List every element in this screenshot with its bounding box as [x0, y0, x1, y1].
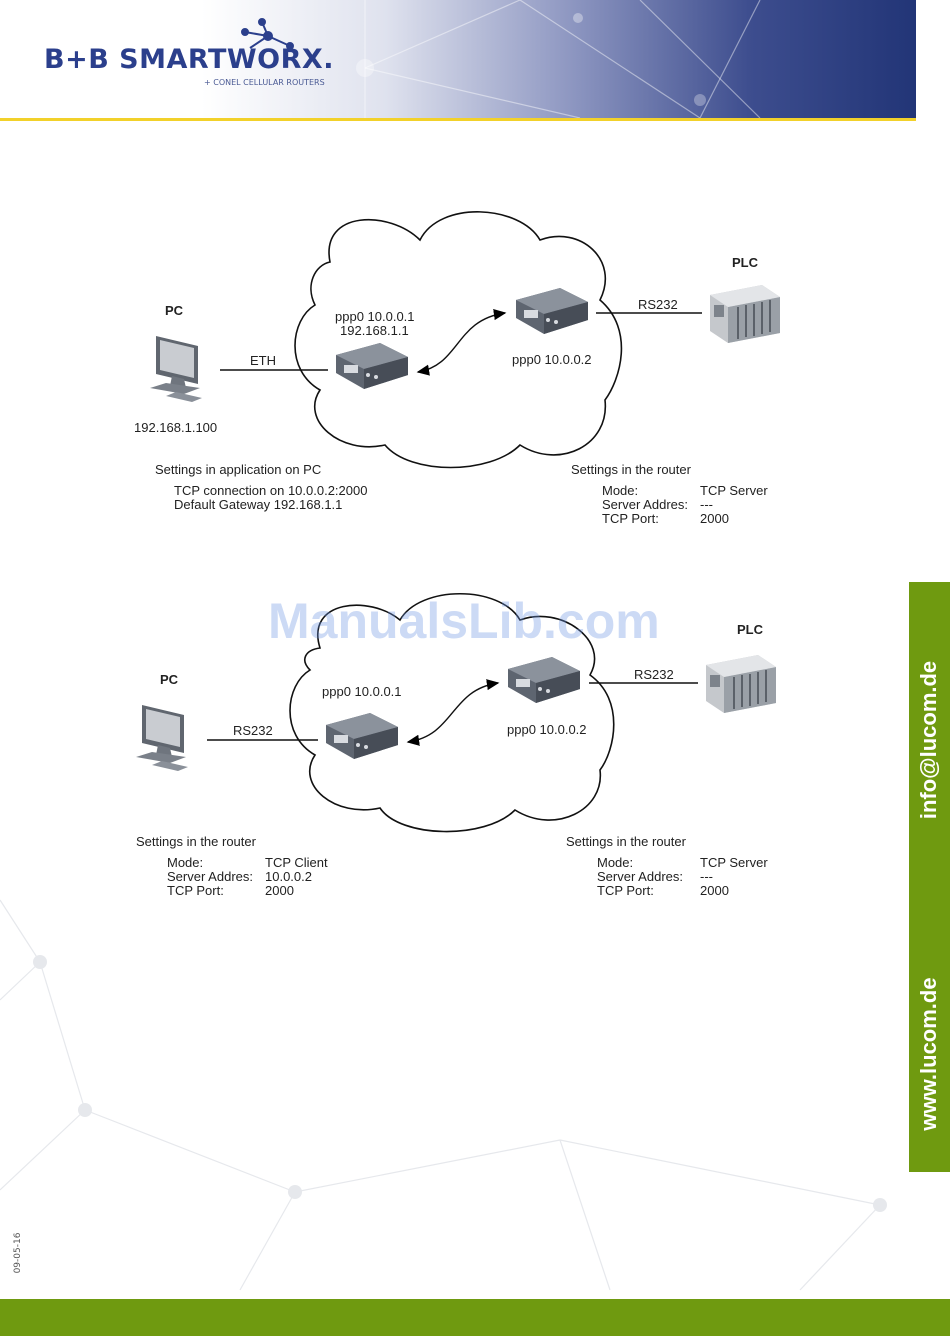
- setting-key: Mode:: [167, 855, 203, 870]
- setting-value: 2000: [700, 511, 729, 526]
- pc-settings-title: Settings in application on PC: [155, 462, 321, 477]
- rs232-label: RS232: [634, 667, 674, 682]
- setting-value: 10.0.0.2: [265, 869, 312, 884]
- setting-value: TCP Client: [265, 855, 328, 870]
- setting-key: Server Addres:: [167, 869, 253, 884]
- setting-key: Mode:: [602, 483, 638, 498]
- contact-side-tab: info@lucom.de www.lucom.de: [909, 582, 950, 1172]
- setting-key: Server Addres:: [597, 869, 683, 884]
- router-a-lan-label: 192.168.1.1: [340, 323, 409, 338]
- router-settings-title: Settings in the router: [566, 834, 686, 849]
- pc-settings-line: TCP connection on 10.0.0.2:2000: [174, 483, 367, 498]
- pc-label: PC: [160, 672, 178, 687]
- date-code: 09-05-16: [13, 1233, 23, 1274]
- watermark: ManualsLib.com: [268, 592, 660, 650]
- cloud-1: [295, 212, 621, 468]
- pc-ip: 192.168.1.100: [134, 420, 217, 435]
- setting-value: 2000: [700, 883, 729, 898]
- setting-key: Server Addres:: [602, 497, 688, 512]
- setting-key: TCP Port:: [602, 511, 659, 526]
- setting-value: TCP Server: [700, 855, 768, 870]
- setting-key: Mode:: [597, 855, 633, 870]
- router-settings-title: Settings in the router: [136, 834, 256, 849]
- router-a-label: ppp0 10.0.0.1: [322, 684, 402, 699]
- pc-label: PC: [165, 303, 183, 318]
- plc-label: PLC: [732, 255, 758, 270]
- router-b-label: ppp0 10.0.0.2: [507, 722, 587, 737]
- contact-website[interactable]: www.lucom.de: [916, 977, 942, 1130]
- pc-settings-line: Default Gateway 192.168.1.1: [174, 497, 342, 512]
- contact-email[interactable]: info@lucom.de: [916, 661, 942, 819]
- router-settings-title: Settings in the router: [571, 462, 691, 477]
- footer-bar: [0, 1299, 950, 1336]
- eth-label: ETH: [250, 353, 276, 368]
- setting-value: 2000: [265, 883, 294, 898]
- rs232-label: RS232: [638, 297, 678, 312]
- setting-value: TCP Server: [700, 483, 768, 498]
- router-b-label: ppp0 10.0.0.2: [512, 352, 592, 367]
- rs232-label: RS232: [233, 723, 273, 738]
- setting-key: TCP Port:: [597, 883, 654, 898]
- setting-key: TCP Port:: [167, 883, 224, 898]
- setting-value: ---: [700, 869, 713, 884]
- plc-label: PLC: [737, 622, 763, 637]
- router-a-ppp-label: ppp0 10.0.0.1: [335, 309, 415, 324]
- setting-value: ---: [700, 497, 713, 512]
